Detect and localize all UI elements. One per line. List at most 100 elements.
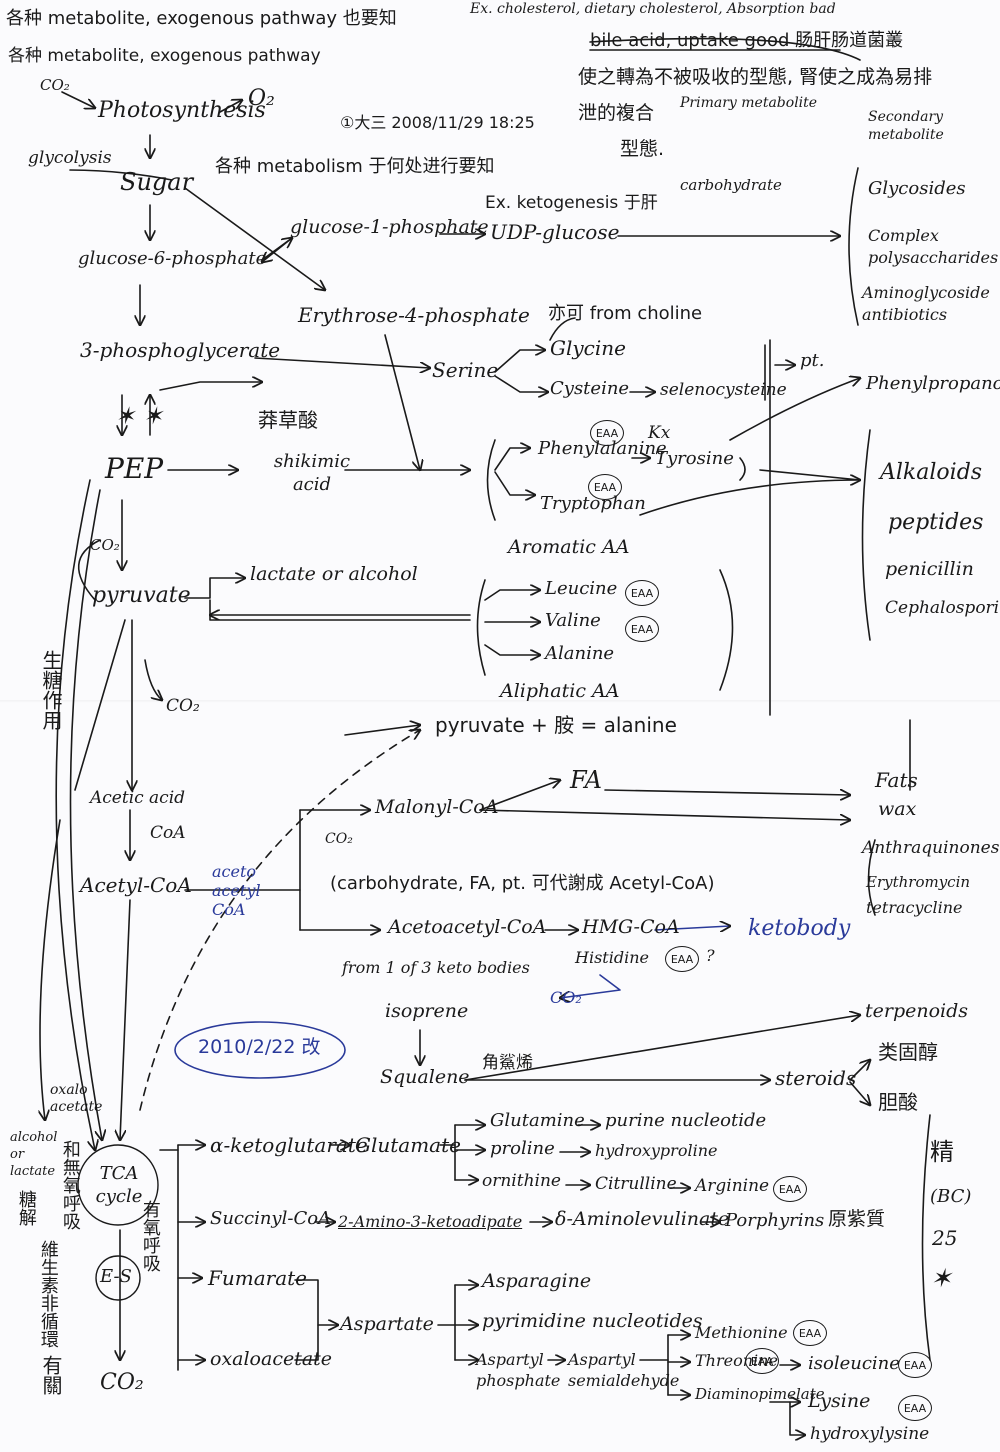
node-co2-left: CO₂ — [90, 536, 120, 554]
tag-eaa-histidine: EAA — [665, 946, 699, 972]
node-methionine: Methionine — [695, 1323, 788, 1342]
node-sugar: Sugar — [120, 168, 194, 196]
tag-eaa-phenylalanine: EAA — [590, 420, 624, 446]
node-alanine: Alanine — [545, 643, 615, 664]
node-porphyrins-cjk: 原紫質 — [828, 1208, 886, 1230]
mark-inhibit: ✶ ✶ — [115, 402, 163, 430]
node-pyruvate-plus-amine: pyruvate + 胺 = alanine — [435, 713, 677, 737]
node-ornithine: ornithine — [482, 1171, 561, 1191]
tag-eaa-arginine: EAA — [773, 1176, 807, 1202]
node-alkaloids: Alkaloids — [880, 460, 983, 485]
node-co2-blue: CO₂ — [550, 988, 582, 1007]
node-wax: wax — [878, 798, 917, 820]
node-glycosides: Glycosides — [868, 178, 966, 199]
note-form: 型態. — [620, 138, 665, 160]
note-gluconeogenesis-cjk: 生糖作用 — [39, 650, 63, 730]
node-complex-polysaccharides: Complex polysaccharides — [868, 226, 999, 268]
node-pyrimidine-nucleotides: pyrimidine nucleotides — [482, 1310, 703, 1332]
node-anthraquinones: Anthraquinones — [862, 838, 1000, 858]
node-co2-top: CO₂ — [40, 76, 70, 94]
node-co2-bottom: CO₂ — [100, 1370, 144, 1395]
node-coa: CoA — [150, 823, 186, 843]
node-malonyl-coa: Malonyl-CoA — [375, 796, 499, 818]
node-glucose-6-phosphate: glucose-6-phosphate — [78, 248, 267, 269]
node-pep: PEP — [105, 452, 164, 485]
tag-eaa-methionine: EAA — [793, 1320, 827, 1346]
node-steroids: steroids — [775, 1066, 857, 1090]
date-note: ①大三 2008/11/29 18:25 — [340, 113, 535, 132]
tag-eaa-threonine: EAA — [745, 1348, 779, 1374]
note-left-cjk-1: 和無氧呼吸 — [59, 1140, 81, 1230]
note-left-cjk-3: 有關 — [39, 1355, 63, 1395]
node-asparagine: Asparagine — [482, 1270, 592, 1292]
node-serine: Serine — [432, 358, 499, 382]
node-erythromycin: Erythromycin — [866, 873, 971, 891]
node-valine: Valine — [545, 610, 601, 631]
tag-eaa-leucine: EAA — [625, 580, 659, 606]
node-ketobody: ketobody — [748, 916, 851, 941]
node-erythrose-4-phosphate: Erythrose-4-phosphate — [298, 303, 530, 327]
node-oxalo-acetate: oxalo acetate — [50, 1082, 103, 1115]
node-fa: FA — [570, 766, 602, 794]
note-aerobic-cjk: 有氧呼吸 — [139, 1200, 161, 1272]
node-oxaloacetate: oxaloacetate — [210, 1348, 333, 1370]
node-aceto-acetyl-coa-blue: aceto acetyl CoA — [212, 862, 261, 920]
node-bile-acid-cjk: 胆酸 — [878, 1090, 918, 1114]
tag-eaa-isoleucine: EAA — [898, 1352, 932, 1378]
tag-eaa-tryptophan: EAA — [588, 474, 622, 500]
node-pt: pt. — [800, 350, 825, 371]
note-carbohydrate-to-acetylcoa: (carbohydrate, FA, pt. 可代謝成 Acetyl-CoA) — [330, 873, 715, 894]
node-purine-nucleotide: purine nucleotide — [605, 1110, 767, 1131]
label-carbohydrate: carbohydrate — [680, 176, 782, 194]
node-2-amino-3-ketoadipate: 2-Amino-3-ketoadipate — [338, 1212, 523, 1231]
node-sterol-cjk: 类固醇 — [878, 1040, 938, 1064]
node-lactate-or-alcohol: lactate or alcohol — [250, 563, 418, 585]
note-25: 25 — [932, 1226, 958, 1250]
label-secondary-metabolite: Secondary metabolite — [868, 109, 944, 144]
node-e-s: E-S — [100, 1266, 132, 1287]
node-hmg-coa: HMG-CoA — [582, 916, 680, 938]
node-histidine: Histidine — [575, 948, 649, 967]
node-selenocysteine: selenocysteine — [660, 380, 787, 400]
node-tryptophan: Tryptophan — [540, 493, 646, 514]
node-diaminopimelate: Diaminopimelate — [695, 1385, 825, 1403]
node-glucose-1-phosphate: glucose-1-phosphate — [290, 216, 489, 238]
label-primary-metabolite: Primary metabolite — [680, 95, 818, 111]
tag-eaa-lysine: EAA — [898, 1395, 932, 1421]
node-glycolysis: glycolysis — [28, 148, 112, 168]
node-acetyl-coa: Acetyl-CoA — [80, 873, 192, 897]
note-metabolism-location: 各种 metabolism 于何处进行要知 — [215, 156, 495, 177]
note-metabolite-exogenous: 各种 metabolite, exogenous pathway 也要知 — [6, 8, 397, 29]
note-cholesterol: Ex. cholesterol, dietary cholesterol, Ab… — [470, 1, 836, 17]
node-photosynthesis: Photosynthesis — [98, 98, 266, 123]
note-keto-bodies: from 1 of 3 keto bodies — [342, 958, 530, 977]
node-proline: proline — [490, 1138, 555, 1159]
note-transform: 使之轉為不被吸收的型態, 腎使之成為易排 — [578, 66, 933, 88]
node-aspartate: Aspartate — [340, 1313, 434, 1335]
note-bc: (BC) — [930, 1186, 972, 1207]
node-cephalosporin: Cephalosporin — [885, 598, 1000, 618]
node-squalene: Squalene — [380, 1066, 470, 1088]
node-fats: Fats — [875, 768, 918, 792]
node-cysteine: Cysteine — [550, 378, 630, 399]
node-acetic-acid: Acetic acid — [90, 788, 186, 808]
node-hydroxyproline: hydroxyproline — [595, 1141, 718, 1160]
node-tca-cycle: TCA cycle — [95, 1163, 143, 1208]
node-co2-mid: CO₂ — [166, 696, 200, 716]
note-alcohol-lactate: alcohol or lactate — [10, 1130, 58, 1179]
node-pyruvate: pyruvate — [92, 583, 191, 608]
node-isoleucine: isoleucine — [808, 1353, 900, 1374]
node-citrulline: Citrulline — [595, 1174, 677, 1194]
node-tyrosine: Tyrosine — [655, 448, 734, 469]
label-aliphatic-aa: Aliphatic AA — [500, 680, 620, 702]
note-left-cjk-2: 維生素非循環 — [37, 1240, 59, 1348]
note-jing: 精 — [930, 1138, 954, 1166]
node-glutamate: Glutamate — [355, 1133, 461, 1157]
node-squalene-cjk: 角鯊烯 — [482, 1053, 533, 1073]
node-delta-aminolevulinate: δ-Aminolevulinate — [555, 1208, 730, 1230]
node-aminoglycoside-antibiotics: Aminoglycoside antibiotics — [862, 283, 990, 324]
node-hydroxylysine: hydroxylysine — [810, 1424, 930, 1444]
node-lysine: Lysine — [808, 1390, 871, 1412]
